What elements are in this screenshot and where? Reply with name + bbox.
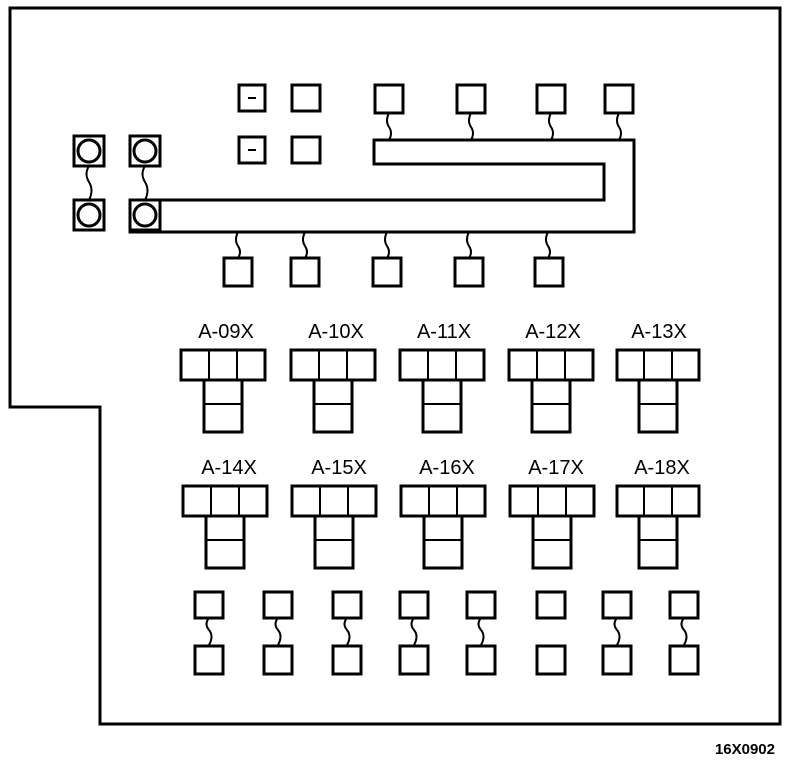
fuse-pair: [465, 590, 497, 676]
fuse: [222, 256, 254, 288]
fuse: [371, 256, 403, 288]
fuse-spare-top: [290, 83, 322, 113]
relay: [615, 484, 701, 570]
relay-label: A-14X: [201, 457, 257, 479]
relay-label: A-12X: [525, 321, 581, 343]
relay: [398, 348, 486, 434]
relay-label: A-15X: [311, 457, 367, 479]
relay-labels-row1: A-09X A-10X A-11X A-12X A-13X: [198, 321, 687, 343]
relay: [179, 348, 267, 434]
figure-code: 16X0902: [715, 741, 775, 758]
relay-label: A-10X: [308, 321, 364, 343]
fuse: [535, 83, 567, 115]
breaker: [72, 198, 106, 232]
fuse-minus-top: [237, 83, 267, 113]
relay-label: A-13X: [631, 321, 687, 343]
circuit-breakers: [72, 134, 162, 232]
fuse-pair-empty: [535, 590, 567, 676]
bottom-bus-fuses: [222, 231, 565, 288]
breaker: [128, 198, 162, 232]
fuse: [289, 256, 321, 288]
relays-row1: [179, 348, 701, 434]
relay: [289, 348, 377, 434]
bottom-fuse-pairs: [193, 590, 700, 676]
breaker: [72, 134, 106, 168]
relay-labels-row2: A-14X A-15X A-16X A-17X A-18X: [201, 457, 690, 479]
relay: [508, 484, 596, 570]
fuse-pair: [668, 590, 700, 676]
fuse-pair: [398, 590, 430, 676]
relay: [507, 348, 595, 434]
relays-row2: [181, 484, 701, 570]
panel-outline: [8, 6, 782, 726]
fuse-minus-second: [237, 135, 267, 165]
fuse-pair: [601, 590, 633, 676]
relay-label: A-16X: [419, 457, 475, 479]
top-fuse-row: [237, 83, 635, 115]
breaker: [128, 134, 162, 168]
fuse: [373, 83, 405, 115]
bus-bar: [128, 138, 636, 234]
fuse: [453, 256, 485, 288]
fuse: [455, 83, 487, 115]
fuse: [533, 256, 565, 288]
relay: [399, 484, 487, 570]
top-wires: [386, 112, 622, 141]
second-fuse-row: [237, 135, 322, 165]
fuse-pair: [193, 590, 225, 676]
relay: [181, 484, 269, 570]
relay-label: A-17X: [528, 457, 584, 479]
relay: [290, 484, 378, 570]
fuse-pair: [262, 590, 294, 676]
relay-label: A-09X: [198, 321, 254, 343]
relay: [615, 348, 701, 434]
fuse-pair: [331, 590, 363, 676]
relay-label: A-11X: [417, 321, 471, 343]
relay-label: A-18X: [634, 457, 690, 479]
fuse: [603, 83, 635, 115]
fuse-spare-second: [290, 135, 322, 165]
